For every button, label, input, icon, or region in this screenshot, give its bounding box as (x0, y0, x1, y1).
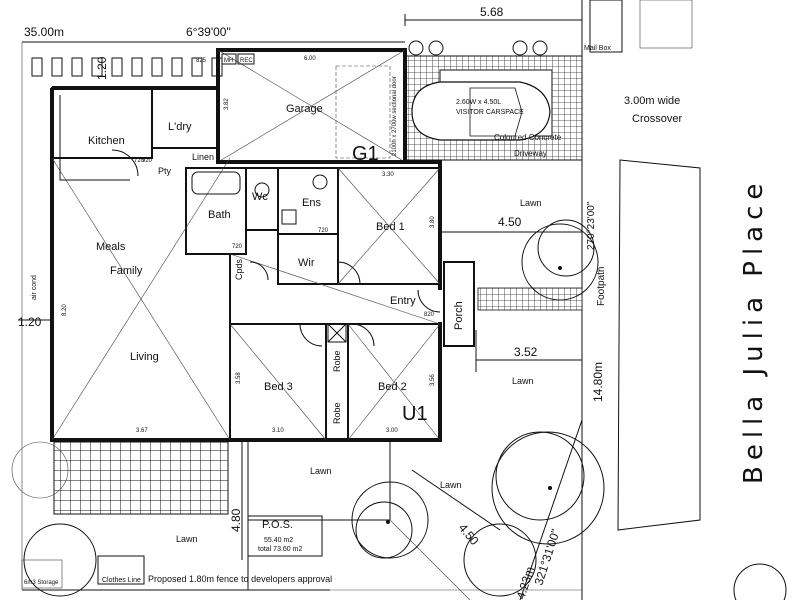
storage-label: 6m3 Storage (24, 580, 59, 586)
dim-bottom-height: 4.80 (229, 508, 243, 532)
bearing-right: 270°23'00" (586, 201, 597, 250)
dim-side-120: 1.20 (95, 56, 109, 80)
dim-bed1-depth: 3.80 (430, 216, 436, 228)
storage-box (21, 559, 63, 589)
room-meals: Meals (96, 241, 126, 253)
tree-symbols (11, 219, 787, 600)
pos-area: 55.40 m2 (264, 537, 293, 544)
bearing-top: 6°39'00" (186, 25, 231, 39)
room-ens: Ens (302, 197, 321, 209)
dim-door-720c: 720 (134, 158, 145, 164)
crossover-label-2: Crossover (632, 113, 682, 125)
room-living: Living (130, 351, 159, 363)
porch (443, 261, 475, 347)
boundary-posts (31, 57, 223, 77)
unit-id: U1 (402, 403, 428, 425)
room-porch: Porch (453, 301, 465, 330)
dim-door-720b: 720 (318, 228, 329, 234)
room-kitchen: Kitchen (88, 135, 125, 147)
mailbox-label: Mail Box (584, 45, 611, 52)
room-cpds: Cpds (234, 258, 244, 280)
dim-bed3-width: 3.10 (272, 428, 284, 434)
room-entry: Entry (390, 295, 416, 307)
shrubs-top (408, 40, 548, 56)
dim-garage-width: 6.00 (304, 56, 316, 62)
site-lines-right (18, 231, 583, 600)
lawn-5: Lawn (176, 534, 198, 544)
street-name: Bella Julia Place (739, 178, 769, 484)
fence-note: Proposed 1.80m fence to developers appro… (148, 574, 332, 584)
clothes-line (97, 555, 145, 585)
rec-label: REC (240, 58, 253, 64)
room-robe-2: Robe (332, 402, 342, 424)
lawn-2: Lawn (512, 376, 534, 386)
footpath-kerb (617, 159, 701, 531)
dim-bed2-width: 3.00 (386, 428, 398, 434)
dim-bottom-diag: 4.50 (456, 521, 482, 548)
mailbox-marker (589, 0, 623, 53)
room-bed2: Bed 2 (378, 381, 407, 393)
dim-bed1-width: 3.30 (382, 172, 394, 178)
dim-right-mid: 3.52 (514, 345, 538, 359)
clothes-line-label: Clothes Line (102, 577, 141, 584)
dim-door-720a: 720 (232, 244, 243, 250)
house-walls (50, 86, 442, 442)
visitor-carspace-size: 2.60W x 4.50L (456, 99, 501, 106)
room-pantry: Pty (158, 166, 172, 176)
dim-garage-depth: 3.82 (224, 98, 230, 110)
dim-top-right: 5.68 (480, 5, 504, 19)
room-wir: Wir (298, 257, 315, 269)
pos-box (247, 515, 323, 557)
room-family: Family (110, 265, 143, 277)
dim-bed3-depth: 3.58 (236, 372, 242, 384)
room-linen: Linen (192, 152, 214, 162)
room-bath: Bath (208, 209, 231, 221)
lawn-1: Lawn (520, 198, 542, 208)
pos-title: P.O.S. (262, 519, 293, 531)
sectional-door-note: 2100h x 2700w sectional door (392, 76, 398, 156)
dim-right-upper: 4.50 (498, 215, 522, 229)
car-icon (411, 81, 551, 141)
air-conditioner-label: air cond (31, 275, 38, 300)
dim-bed2-depth: 3.56 (430, 374, 436, 386)
dim-living-width: 3.67 (136, 428, 148, 434)
room-garage: Garage (286, 103, 323, 115)
room-wc: Wc (252, 191, 268, 203)
code-825: 825 (196, 58, 207, 64)
porch-step-paving (477, 287, 583, 311)
visitor-carspace-label: VISITOR CARSPACE (456, 109, 524, 116)
footpath-label: Footpath (596, 267, 607, 306)
dim-left-side: 1.20 (18, 315, 42, 329)
pos-total: total 73.60 m2 (258, 546, 302, 553)
garage-id: G1 (352, 143, 379, 165)
dim-door-920: 920 (142, 158, 153, 164)
room-bed1: Bed 1 (376, 221, 405, 233)
dim-top-left: 35.00m (24, 25, 64, 39)
crossover-label-1: 3.00m wide (624, 95, 680, 107)
mh-label: MH (224, 58, 233, 64)
crossover-marker (639, 0, 693, 49)
dim-frontage: 14.80m (591, 362, 605, 402)
dim-meals-depth: 8.20 (62, 304, 68, 316)
driveway-label-2: Driveway (514, 149, 547, 158)
dim-entry-door: 820 (424, 312, 435, 318)
lawn-3: Lawn (310, 466, 332, 476)
lawn-4: Lawn (440, 480, 462, 490)
driveway-label-1: Coloured Concrete (494, 133, 562, 142)
room-bed3: Bed 3 (264, 381, 293, 393)
room-laundry: L'dry (168, 121, 192, 133)
rear-paving (53, 441, 229, 515)
room-robe-1: Robe (332, 350, 342, 372)
